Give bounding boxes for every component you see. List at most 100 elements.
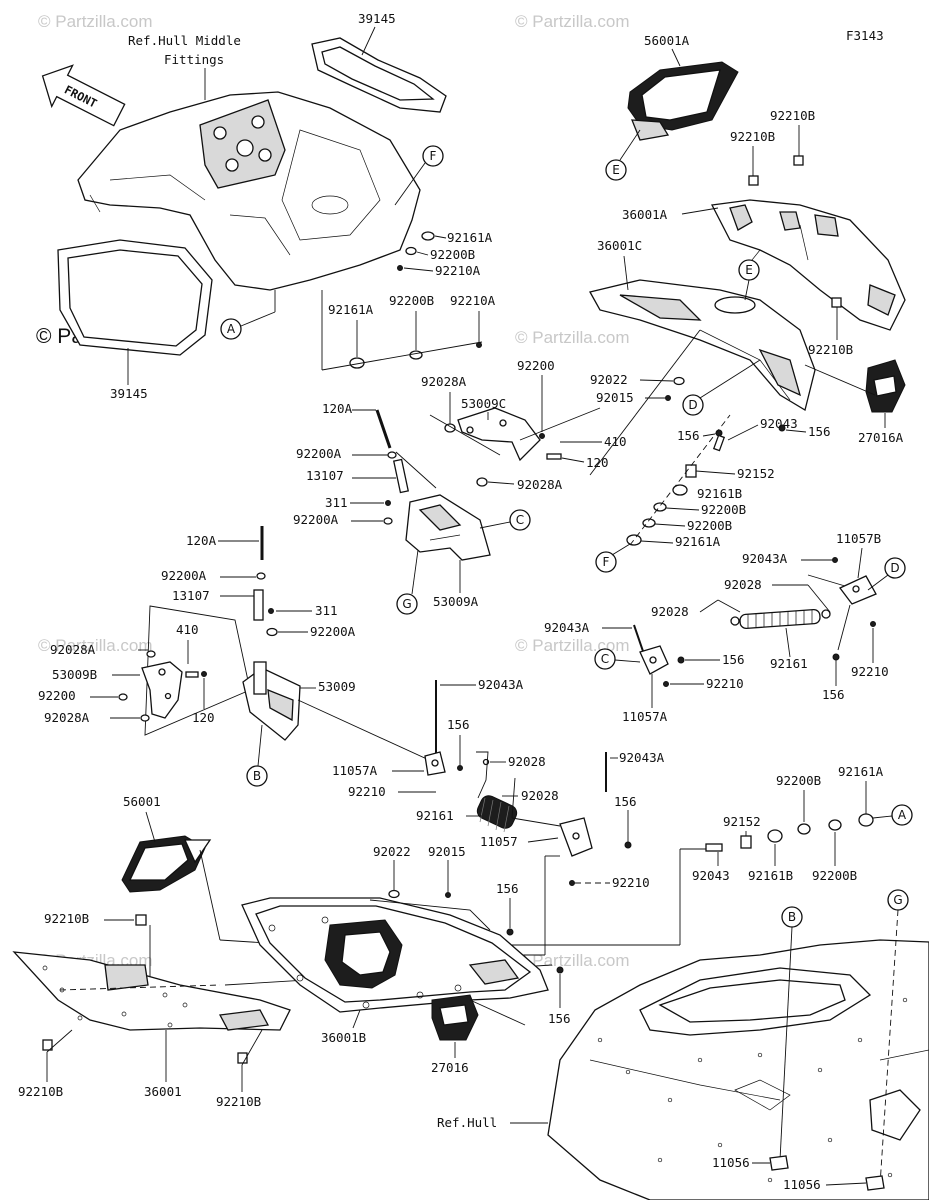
label-92210-c: 92210 [348, 784, 386, 799]
callout-a-top-label: A [227, 322, 236, 336]
bracket-53009A [405, 494, 491, 561]
label-92022-b: 92022 [373, 844, 411, 859]
label-120-a: 120 [586, 455, 609, 470]
callout-e-mid-label: E [745, 263, 753, 277]
hull-middle-deck-illustration [77, 91, 421, 291]
label-11057A-b: 11057A [332, 763, 378, 778]
label-92028A-a: 92028A [421, 374, 467, 389]
callout-f-top-label: F [430, 149, 437, 163]
label-56001: 56001 [123, 794, 161, 809]
label-92161A-d: 92161A [838, 764, 884, 779]
label-92200B-e: 92200B [776, 773, 821, 788]
label-92210B-a: 92210B [770, 108, 815, 123]
label-92152-a: 92152 [737, 466, 775, 481]
spring-92161-bottom [476, 795, 518, 833]
callout-c-right-label: C [601, 652, 609, 666]
label-53009: 53009 [318, 679, 356, 694]
callout-e-top [605, 159, 627, 181]
callout-g-top [396, 593, 418, 615]
label-92210B-c: 92210B [808, 342, 853, 357]
label-56001A: 56001A [644, 33, 690, 48]
label-92043A-d: 92043A [619, 750, 665, 765]
ref-hull-middle-line1: Ref.Hull Middle [128, 33, 241, 48]
callout-g-top-label: G [402, 597, 411, 611]
callout-b-bottom-label: B [788, 910, 796, 924]
label-11056-b: 11056 [783, 1177, 821, 1192]
label-92015-a: 92015 [596, 390, 634, 405]
label-92028-c: 92028 [508, 754, 546, 769]
callout-d-top-label: D [688, 398, 697, 412]
callout-b-left [246, 765, 268, 787]
cover-36001C [589, 279, 816, 412]
bracket-11057A-right [639, 645, 669, 675]
label-92043A-a: 92043A [742, 551, 788, 566]
label-156-b: 156 [808, 424, 831, 439]
fastener-11056-b [865, 1175, 885, 1191]
ref-hull-middle-line2: Fittings [164, 52, 224, 67]
label-92200A-a: 92200A [296, 446, 342, 461]
label-92210B-d: 92210B [44, 911, 89, 926]
label-92161-a: 92161 [770, 656, 808, 671]
label-92152-b: 92152 [723, 814, 761, 829]
bracket-11057B [838, 575, 877, 605]
label-156-e: 156 [447, 717, 470, 732]
label-92028A-b: 92028A [517, 477, 563, 492]
label-92200-a: 92200 [517, 358, 555, 373]
label-11057: 11057 [480, 834, 518, 849]
label-156-g: 156 [496, 881, 519, 896]
fastener-11056-a [769, 1155, 789, 1171]
label-53009C: 53009C [461, 396, 506, 411]
label-92043-a: 92043 [760, 416, 798, 431]
label-92200B-a: 92200B [430, 247, 475, 262]
label-92200B-c: 92200B [701, 502, 746, 517]
label-410-b: 410 [176, 622, 199, 637]
label-92043A-c: 92043A [478, 677, 524, 692]
label-27016: 27016 [431, 1060, 469, 1075]
label-39145-bottom: 39145 [110, 386, 148, 401]
callout-f-mid [595, 551, 617, 573]
cover-36001B [241, 897, 549, 1013]
watermark-top-right: © Partzilla.com [515, 12, 630, 31]
label-92210B-b: 92210B [730, 129, 775, 144]
label-53009A: 53009A [433, 594, 479, 609]
label-92028A-c: 92028A [50, 642, 96, 657]
label-92210-d: 92210 [612, 875, 650, 890]
label-27016A: 27016A [858, 430, 904, 445]
watermark-mid-right: © Partzilla.com [515, 328, 630, 347]
cover-36001A [710, 199, 906, 331]
label-92210B-e: 92210B [18, 1084, 63, 1099]
label-92210-b: 92210 [706, 676, 744, 691]
label-92200A-c: 92200A [161, 568, 207, 583]
label-36001A: 36001A [622, 207, 668, 222]
label-156-a: 156 [677, 428, 700, 443]
label-92200B-d: 92200B [687, 518, 732, 533]
label-92043A-b: 92043A [544, 620, 590, 635]
label-13107-a: 13107 [306, 468, 344, 483]
label-156-d: 156 [822, 687, 845, 702]
bracket-53009B [141, 661, 183, 719]
bracket-11057A-center [424, 751, 446, 776]
callout-f-mid-label: F [603, 555, 610, 569]
label-92028-a: 92028 [724, 577, 762, 592]
ref-hull-label: Ref.Hull [437, 1115, 497, 1130]
label-92161A-a: 92161A [447, 230, 493, 245]
callout-g-bottom-label: G [893, 893, 902, 907]
hull-illustration [547, 939, 929, 1200]
bracket-53009C [457, 407, 541, 462]
label-92210A-b: 92210A [450, 293, 496, 308]
label-311-a: 311 [325, 495, 348, 510]
label-11057A-a: 11057A [622, 709, 668, 724]
callout-c-top-label: C [516, 513, 524, 527]
label-120-b: 120 [192, 710, 215, 725]
label-92161B-b: 92161B [748, 868, 793, 883]
figure-code: F3143 [846, 28, 884, 43]
label-53009B: 53009B [52, 667, 97, 682]
hinge-53009 [242, 661, 301, 741]
label-92210-a: 92210 [851, 664, 889, 679]
callout-c-top [509, 509, 531, 531]
label-36001B: 36001B [321, 1030, 366, 1045]
mirror-56001 [121, 835, 212, 893]
callout-a-top [220, 318, 242, 340]
